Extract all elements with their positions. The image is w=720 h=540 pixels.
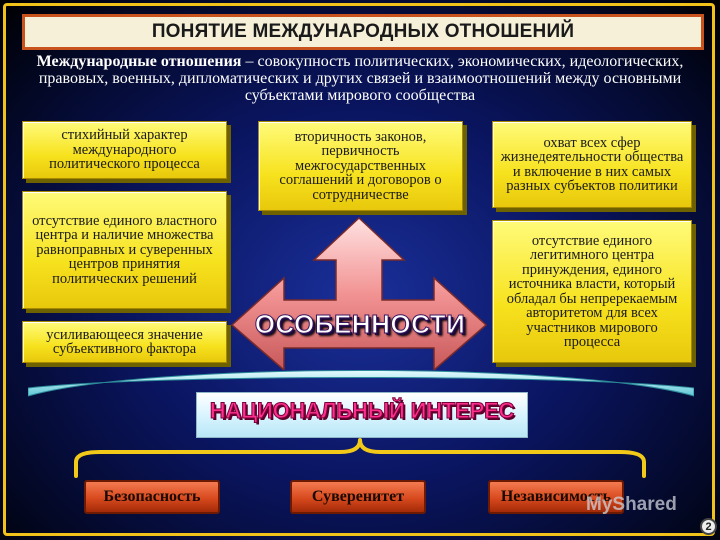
sovereignty-label: Суверенитет (311, 488, 405, 505)
national-interest-box (196, 392, 528, 438)
feature-box-right-2: отсутствие единого легитимного центра пр… (492, 220, 692, 363)
feature-box-right-1: охват всех сфер жизнедеятельности общест… (492, 121, 692, 208)
brace-connector (74, 438, 646, 478)
feature-box-center: вторичность законов, первичность межгосу… (258, 121, 463, 211)
definition-dash: – (241, 53, 258, 70)
page-number: 2 (700, 518, 717, 535)
feature-text: усиливающееся значение субъективного фак… (46, 326, 203, 357)
feature-text: вторичность законов, первичность межгосу… (279, 128, 442, 203)
feature-box-left-2: отсутствие единого властного центра и на… (22, 191, 227, 309)
slide-frame (3, 3, 715, 536)
feature-text: охват всех сфер жизнедеятельности общест… (500, 134, 684, 194)
wave-divider (28, 370, 694, 397)
watermark: MyShared (586, 494, 677, 515)
slide-title: ПОНЯТИЕ МЕЖДУНАРОДНЫХ ОТНОШЕНИЙ (151, 21, 575, 42)
title-bar: ПОНЯТИЕ МЕЖДУНАРОДНЫХ ОТНОШЕНИЙ (22, 14, 704, 50)
sovereignty-box: Суверенитет (290, 480, 426, 514)
feature-text: отсутствие единого властного центра и на… (32, 212, 217, 287)
definition-term: Международные отношения (36, 53, 242, 70)
national-interest-label: НАЦИОНАЛЬНЫЙ ИНТЕРЕС (209, 398, 515, 424)
definition-text: Международные отношения – совокупность п… (30, 53, 690, 104)
feature-text: отсутствие единого легитимного центра пр… (506, 232, 678, 350)
features-label: ОСОБЕННОСТИ (254, 308, 466, 339)
definition-body: совокупность политических, экономических… (38, 53, 684, 104)
feature-box-left-1: стихийный характер международного полити… (22, 121, 227, 179)
security-label: Безопасность (103, 488, 201, 505)
feature-text: стихийный характер международного полити… (49, 127, 200, 173)
security-box: Безопасность (84, 480, 220, 514)
feature-box-left-3: усиливающееся значение субъективного фак… (22, 321, 227, 363)
independence-label: Независимость (500, 488, 612, 505)
independence-box: Независимость (488, 480, 624, 514)
three-way-arrow-icon (230, 216, 488, 370)
